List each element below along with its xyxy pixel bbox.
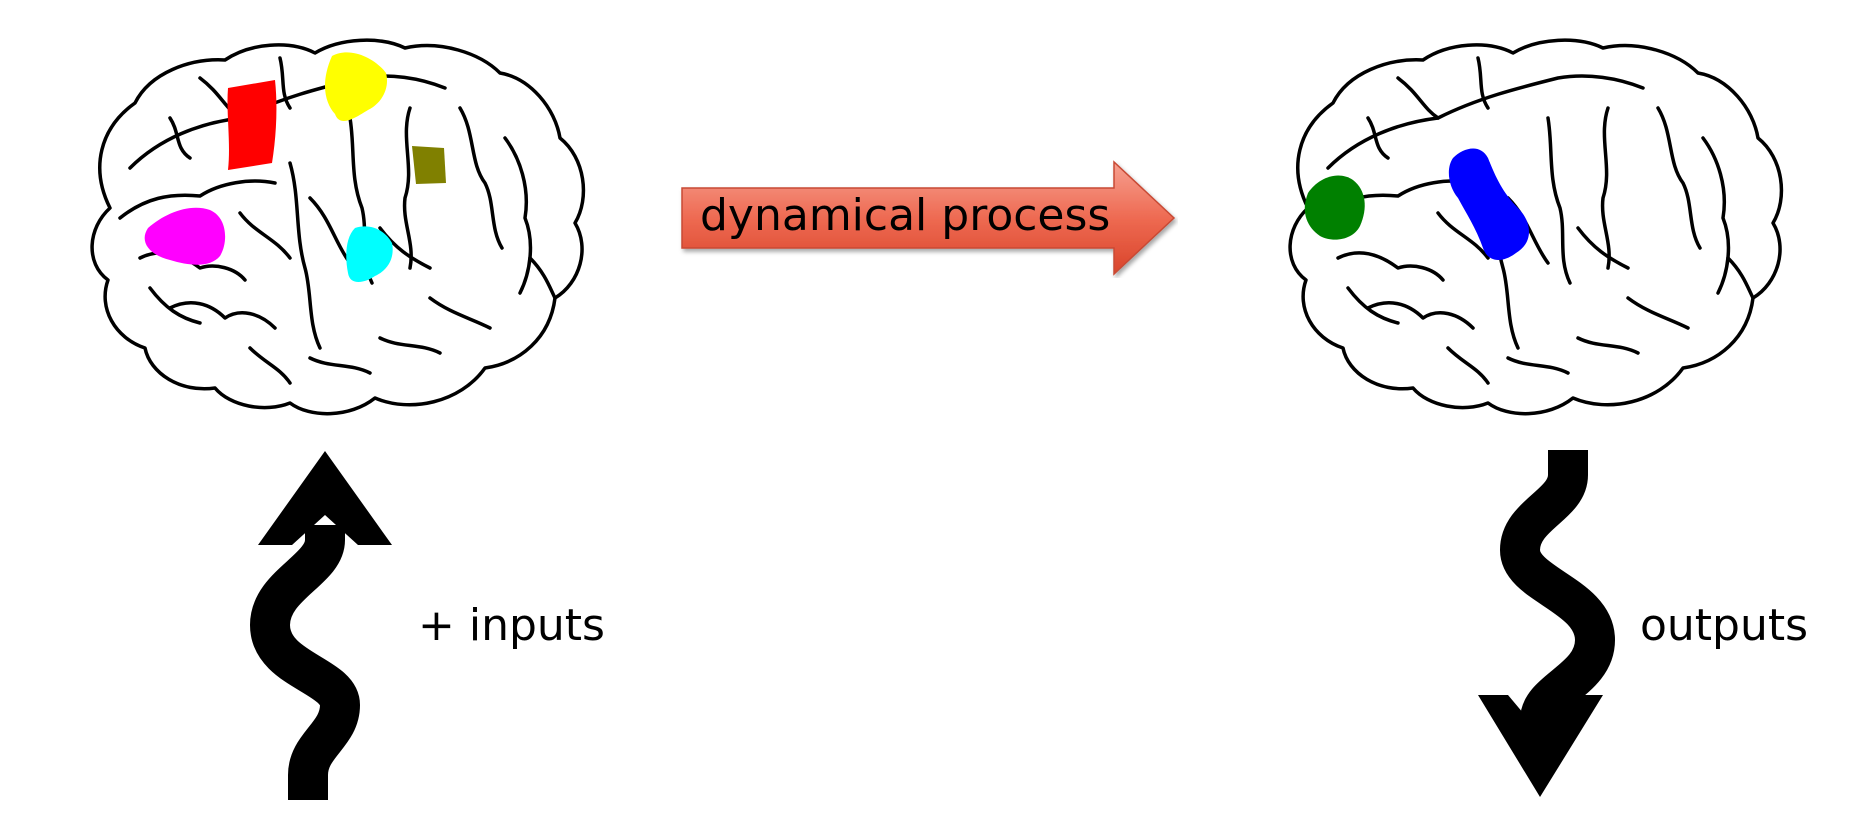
process-arrow — [681, 160, 1176, 276]
region-magenta — [144, 207, 226, 265]
process-label: dynamical process — [700, 190, 1111, 241]
region-olive — [412, 146, 446, 184]
brain-outline — [1288, 38, 1784, 416]
brain-output-state — [1288, 38, 1784, 416]
outputs-label: outputs — [1640, 600, 1809, 651]
output-squiggle-arrow-icon — [1478, 450, 1615, 797]
region-green — [1304, 175, 1365, 240]
input-squiggle-arrow-icon — [250, 451, 392, 800]
brain-outline — [90, 38, 586, 416]
brain-input-state — [90, 38, 586, 416]
region-cyan — [346, 226, 393, 282]
inputs-label: + inputs — [418, 600, 605, 651]
region-red — [227, 80, 277, 170]
region-blue — [1448, 148, 1530, 260]
region-yellow — [324, 52, 388, 122]
